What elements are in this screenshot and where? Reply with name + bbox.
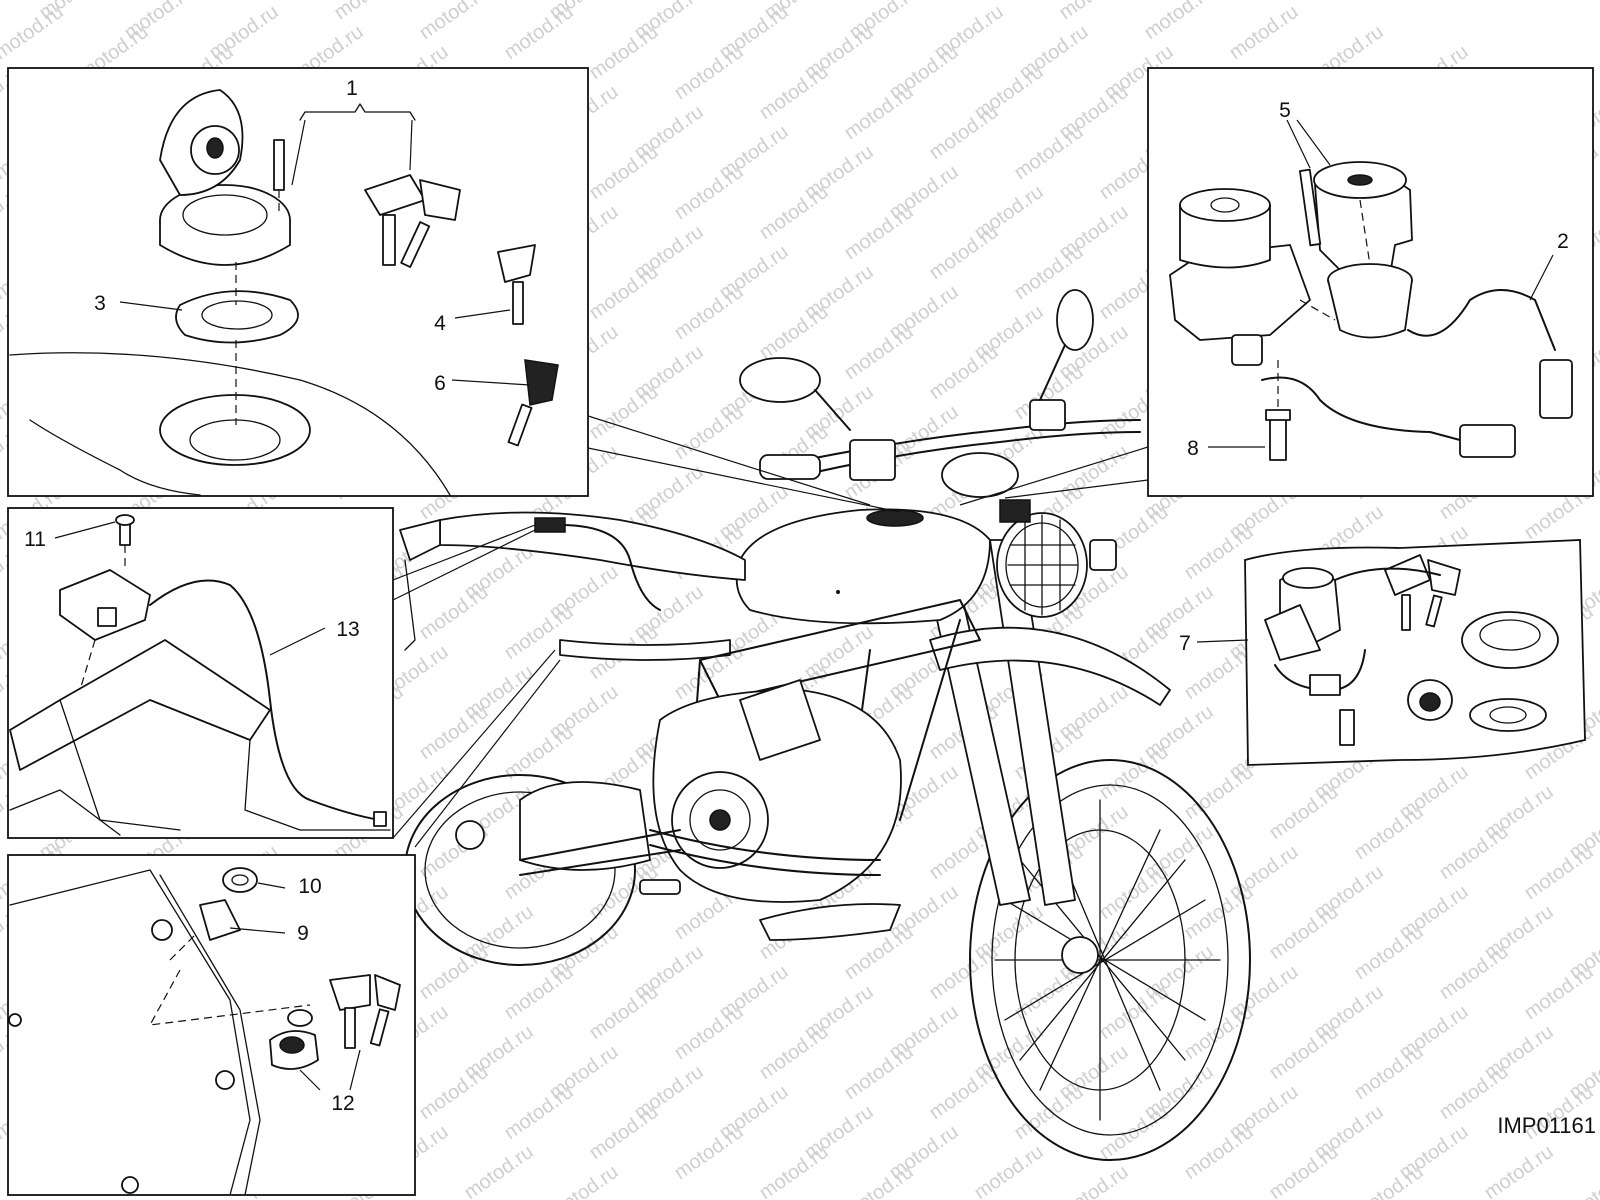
- watermark-text: motod.ru: [1095, 1101, 1172, 1164]
- watermark-text: motod.ru: [1565, 1161, 1600, 1200]
- watermark-text: motod.ru: [1225, 1, 1302, 64]
- watermark-text: motod.ru: [500, 1, 577, 64]
- watermark-text: motod.ru: [1265, 781, 1342, 844]
- watermark-text: motod.ru: [840, 201, 917, 264]
- watermark-text: motod.ru: [840, 1161, 917, 1200]
- watermark-text: motod.ru: [1435, 821, 1512, 884]
- callout-labels: 1 2 3 4 5 6 7 8 9 10 11 12 13: [24, 77, 1569, 1115]
- watermark-text: motod.ru: [585, 1101, 662, 1164]
- watermark-text: motod.ru: [840, 81, 917, 144]
- watermark-text: motod.ru: [1350, 1161, 1427, 1200]
- inset-seat-release-cable: [7, 507, 394, 839]
- watermark-text: motod.ru: [415, 0, 492, 44]
- watermark-text: motod.ru: [585, 21, 662, 84]
- watermark-text: motod.ru: [1180, 761, 1257, 824]
- watermark-text: motod.ru: [1265, 1141, 1342, 1200]
- watermark-text: motod.ru: [0, 1, 68, 64]
- watermark-text: motod.ru: [670, 1001, 747, 1064]
- motorcycle-illustration: [399, 289, 1251, 1161]
- watermark-text: motod.ru: [1435, 941, 1512, 1004]
- watermark-text: motod.ru: [415, 941, 492, 1004]
- inset-lock-cylinder: [7, 854, 416, 1196]
- watermark-text: motod.ru: [245, 0, 322, 4]
- callout-6: 6: [434, 372, 446, 395]
- watermark-text: motod.ru: [670, 41, 747, 104]
- inset-kit-overview: [1196, 539, 1586, 766]
- watermark-text: motod.ru: [585, 261, 662, 324]
- reference-code: IMP01161: [1497, 1113, 1596, 1138]
- watermark-text: motod.ru: [840, 1041, 917, 1104]
- watermark-text: motod.ru: [1480, 1141, 1557, 1200]
- watermark-text: motod.ru: [0, 0, 28, 4]
- inset-fuel-cap: [7, 67, 589, 497]
- watermark-text: motod.ru: [1055, 0, 1132, 24]
- watermark-text: motod.ru: [840, 321, 917, 384]
- callout-7: 7: [1179, 632, 1191, 655]
- watermark-text: motod.ru: [925, 1061, 1002, 1124]
- watermark-text: motod.ru: [1520, 961, 1597, 1024]
- watermark-text: motod.ru: [1180, 1121, 1257, 1184]
- watermark-text: motod.ru: [755, 181, 832, 244]
- watermark-text: motod.ru: [415, 1061, 492, 1124]
- watermark-text: motod.ru: [1010, 121, 1087, 184]
- watermark-text: motod.ru: [1010, 1081, 1087, 1144]
- watermark-text: motod.ru: [925, 101, 1002, 164]
- watermark-text: motod.ru: [925, 941, 1002, 1004]
- watermark-text: motod.ru: [670, 1121, 747, 1184]
- watermark-text: motod.ru: [755, 1021, 832, 1084]
- watermark-text: motod.ru: [970, 0, 1047, 4]
- watermark-text: motod.ru: [415, 581, 492, 644]
- watermark-text: motod.ru: [970, 1141, 1047, 1200]
- watermark-text: motod.ru: [460, 1141, 537, 1200]
- callout-8: 8: [1187, 437, 1199, 460]
- watermark-text: motod.ru: [755, 1141, 832, 1200]
- watermark-text: motod.ru: [500, 961, 577, 1024]
- watermark-text: motod.ru: [670, 161, 747, 224]
- watermark-text: motod.ru: [545, 1161, 622, 1200]
- watermark-text: motod.ru: [1350, 921, 1427, 984]
- callout-13: 13: [336, 618, 359, 641]
- callout-11: 11: [24, 528, 46, 551]
- inset-ignition-switch: [1147, 67, 1594, 497]
- inset-connector-lines: [392, 414, 1149, 848]
- watermark-text: motod.ru: [1350, 1041, 1427, 1104]
- watermark-text: motod.ru: [1350, 801, 1427, 864]
- watermark-text: motod.ru: [755, 301, 832, 364]
- watermark-text: motod.ru: [670, 281, 747, 344]
- watermark-text: motod.ru: [1265, 901, 1342, 964]
- watermark-text: motod.ru: [500, 1081, 577, 1144]
- watermark-text: motod.ru: [1095, 741, 1172, 804]
- callout-10: 10: [298, 875, 321, 898]
- watermark-text: motod.ru: [1055, 1161, 1132, 1200]
- watermark-text: motod.ru: [925, 341, 1002, 404]
- callout-5: 5: [1279, 99, 1291, 122]
- callout-9: 9: [297, 922, 309, 945]
- watermark-text: motod.ru: [415, 701, 492, 764]
- watermark-text: motod.ru: [1140, 0, 1217, 44]
- watermark-text: motod.ru: [1265, 1021, 1342, 1084]
- watermark-text: motod.ru: [330, 0, 407, 24]
- callout-2: 2: [1557, 230, 1569, 253]
- watermark-text: motod.ru: [755, 61, 832, 124]
- callout-1: 1: [346, 77, 358, 100]
- watermark-text: motod.ru: [585, 141, 662, 204]
- watermark-text: motod.ru: [925, 221, 1002, 284]
- callout-12: 12: [331, 1092, 354, 1115]
- watermark-text: motod.ru: [1095, 981, 1172, 1044]
- watermark-text: motod.ru: [1520, 841, 1597, 904]
- callout-4: 4: [434, 312, 446, 335]
- watermark-text: motod.ru: [585, 381, 662, 444]
- callout-3: 3: [94, 292, 106, 315]
- watermark-text: motod.ru: [585, 981, 662, 1044]
